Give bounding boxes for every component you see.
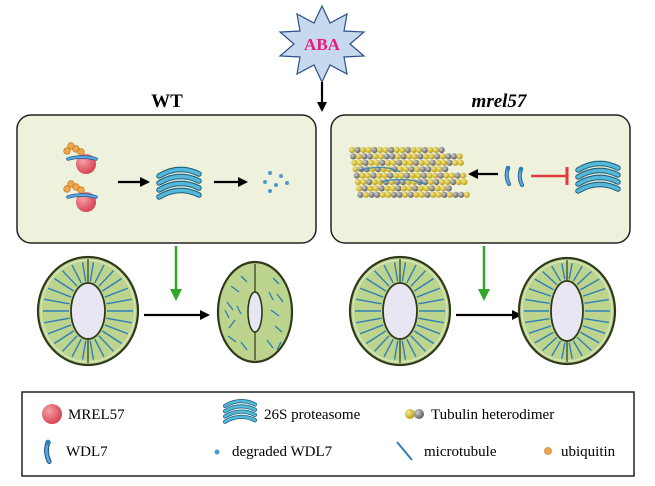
mrel57-wdl7-complex-bottom xyxy=(63,180,98,212)
legend-label-wdl7: WDL7 xyxy=(66,444,108,460)
legend-item-wdl7: WDL7 xyxy=(45,440,108,462)
legend-label-mrel57: MREL57 xyxy=(68,407,125,423)
legend-label-proteasome: 26S proteasome xyxy=(264,407,361,423)
legend-label-microtubule: microtubule xyxy=(424,444,497,460)
ubiquitin-icon xyxy=(544,447,552,455)
wt-title: WT xyxy=(151,91,183,112)
aba-label: ABA xyxy=(304,35,341,54)
legend-item-ubiquitin: ubiquitin xyxy=(544,444,616,460)
mrel57-wdl7-complex-top xyxy=(63,142,98,174)
legend-label-tubulin: Tubulin heterodimer xyxy=(431,407,554,423)
degraded-wdl7-dots xyxy=(263,171,289,193)
wt-cell-before xyxy=(36,255,140,367)
mutant-panel-box xyxy=(330,114,631,244)
legend-item-degraded-wdl7: degraded WDL7 xyxy=(214,444,333,460)
legend: MREL57 26S proteasome Tubulin heterodime… xyxy=(21,391,635,477)
microtubule-icon xyxy=(396,441,413,461)
aba-stimulus: ABA xyxy=(278,4,366,84)
legend-item-proteasome: 26S proteasome xyxy=(225,401,361,423)
legend-label-ubiquitin: ubiquitin xyxy=(561,444,616,460)
mutant-panel xyxy=(330,114,631,244)
legend-box xyxy=(21,391,635,477)
legend-item-tubulin: Tubulin heterodimer xyxy=(405,407,554,423)
tubulin-heterodimer-icon xyxy=(405,409,424,419)
wt-panel xyxy=(16,114,317,244)
microtubule-bundle xyxy=(348,146,470,198)
wt-cell-after xyxy=(216,260,294,364)
mutant-cell-after xyxy=(517,256,617,366)
legend-item-microtubule: microtubule xyxy=(396,441,497,461)
mutant-cell-before xyxy=(348,255,452,367)
degraded-wdl7-icon xyxy=(214,449,220,455)
legend-item-mrel57: MREL57 xyxy=(42,404,125,424)
legend-label-degraded-wdl7: degraded WDL7 xyxy=(232,444,333,460)
mutant-title: mrel57 xyxy=(472,91,528,112)
mrel57-icon xyxy=(42,404,62,424)
